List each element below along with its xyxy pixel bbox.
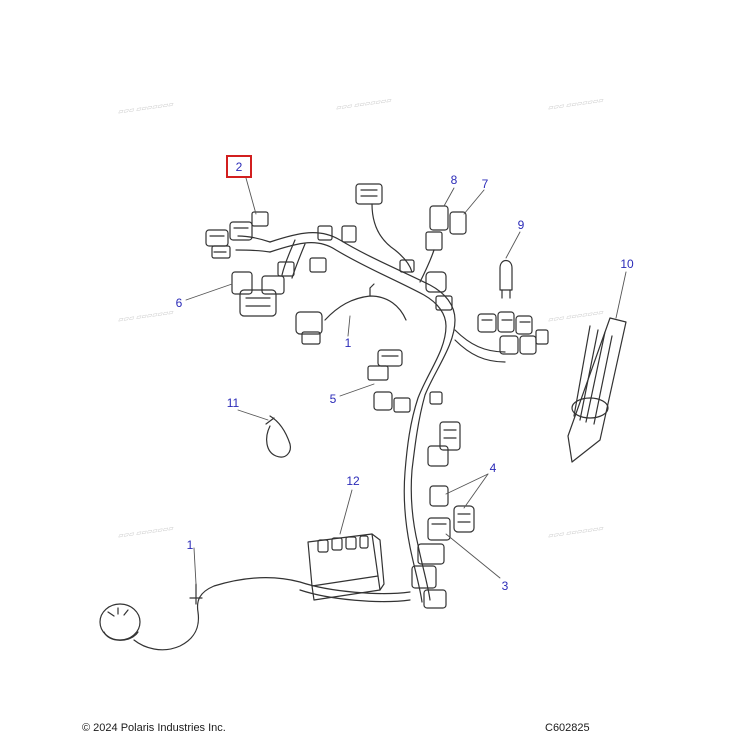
- callout-11[interactable]: 11: [226, 396, 240, 410]
- fuse-box-item-12: [307, 533, 385, 601]
- trunk-top-connectors: [309, 225, 453, 311]
- callout-4[interactable]: 4: [489, 461, 497, 475]
- connector-cluster-2: [205, 211, 269, 259]
- connector-item-5: [367, 349, 443, 413]
- copyright-text: © 2024 Polaris Industries Inc.: [82, 722, 226, 734]
- callout-5[interactable]: 5: [329, 392, 337, 406]
- connector-item-7: [419, 205, 467, 283]
- callout-3[interactable]: 3: [501, 579, 509, 593]
- callout-6[interactable]: 6: [175, 296, 183, 310]
- sleeve-item-10: [567, 317, 627, 463]
- callout-12[interactable]: 12: [346, 474, 360, 488]
- lead-item-8: [355, 183, 413, 273]
- callout-9[interactable]: 9: [517, 218, 525, 232]
- callout-8[interactable]: 8: [450, 173, 458, 187]
- diagram-code: C602825: [545, 722, 590, 734]
- lower-trunk-connectors: [427, 421, 461, 467]
- callout-1-upper[interactable]: 1: [344, 336, 352, 350]
- callout-7[interactable]: 7: [481, 177, 489, 191]
- main-harness-trunk: [269, 232, 456, 603]
- left-branch: [235, 235, 306, 279]
- callout-10[interactable]: 10: [620, 257, 634, 271]
- connector-cluster-6: [231, 261, 295, 317]
- lead-item-1-lower: [99, 577, 411, 651]
- part-item-9: [499, 259, 513, 299]
- connector-cluster-3-4: [411, 485, 475, 609]
- callout-2-highlighted[interactable]: 2: [226, 155, 252, 178]
- connector-cluster-right: [454, 311, 549, 363]
- cable-tie-item-11: [265, 415, 291, 458]
- leader-lines: [185, 177, 627, 585]
- callout-1-lower[interactable]: 1: [186, 538, 194, 552]
- lead-item-1-upper: [295, 283, 407, 345]
